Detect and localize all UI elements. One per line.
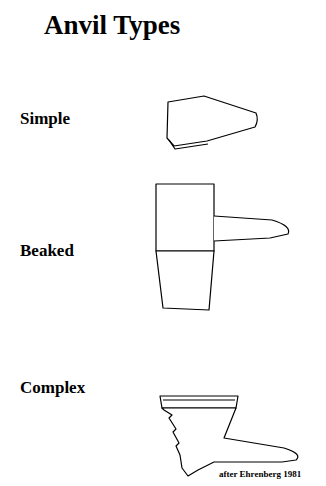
anvil-type-label: Simple <box>20 109 70 129</box>
diagram-title: Anvil Types <box>44 10 180 41</box>
simple-anvil-base <box>169 140 208 149</box>
source-caption: after Ehrenberg 1981 <box>219 469 301 479</box>
beaked-anvil-beak <box>214 216 289 241</box>
complex-anvil-plate <box>160 396 238 408</box>
beaked-anvil-stem <box>156 251 214 310</box>
complex-anvil-body <box>162 408 298 476</box>
beaked-anvil-head <box>156 184 214 251</box>
complex-anvil-plate-line <box>163 399 235 400</box>
simple-anvil <box>167 96 257 146</box>
anvil-type-label: Beaked <box>20 241 74 261</box>
anvil-type-label: Complex <box>20 378 85 398</box>
